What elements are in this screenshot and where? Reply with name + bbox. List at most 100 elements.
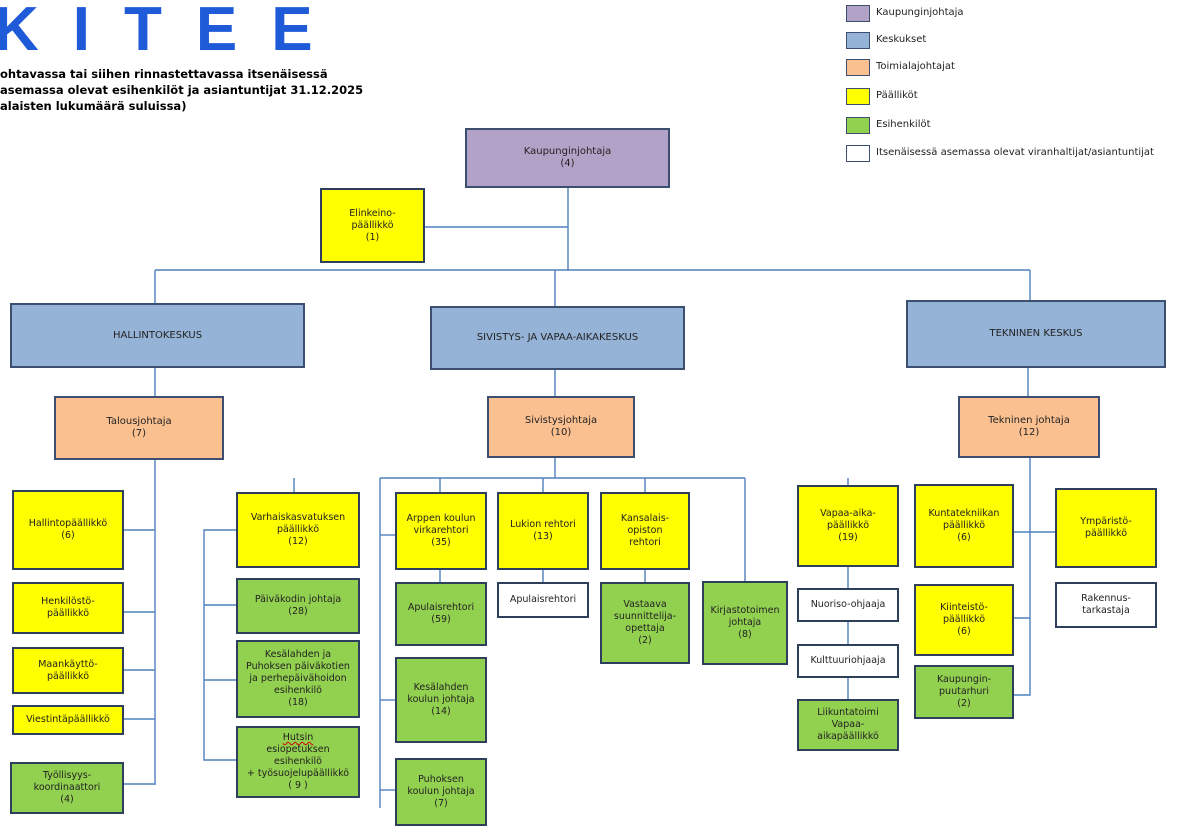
node-title: Päiväkodin johtaja (254, 594, 342, 605)
node-line-4: esihenkilö (274, 685, 322, 696)
node-title: SIVISTYS- JA VAPAA-AIKAKESKUS (476, 332, 639, 343)
node-title: Kaupunginjohtaja (523, 146, 612, 157)
node-line-2: päällikkö (942, 614, 986, 625)
node-line-1: Kaupungin- (936, 674, 992, 685)
node-nuoriso-ohjaaja: Nuoriso-ohjaaja (797, 588, 899, 622)
node-title-1: Maankäyttö- (38, 658, 98, 670)
node-title: Viestintäpäällikkö (26, 714, 110, 725)
node-ymparistopaallikko: Ympäristö- päällikkö (1055, 488, 1157, 568)
node-title: Apulaisrehtori (509, 594, 577, 605)
node-sivistysjohtaja: Sivistysjohtaja (10) (487, 396, 635, 458)
node-line-3: opettaja (625, 623, 665, 634)
node-count: (28) (288, 606, 308, 617)
node-line-1: Kirjastotoimen (710, 605, 780, 616)
legend-item-itsenainen: Itsenäisessä asemassa olevat viranhaltij… (846, 145, 1186, 165)
node-title: HALLINTOKESKUS (112, 329, 203, 341)
node-line-1: Kansalais- (620, 513, 670, 524)
node-line-2: suunnittelija- (613, 611, 677, 622)
node-line-3: esihenkilö (274, 756, 322, 767)
logo: KITEE (0, 0, 347, 64)
node-count: (6) (957, 532, 971, 543)
node-title-1: Työllisyys- (42, 770, 92, 781)
node-count: (2) (638, 635, 652, 646)
node-rakennustarkastaja: Rakennus- tarkastaja (1055, 582, 1157, 628)
node-line-2: puutarhuri (939, 686, 989, 697)
node-count: (7) (131, 428, 147, 439)
node-talousjohtaja: Talousjohtaja (7) (54, 396, 224, 460)
node-line-2: Puhoksen päiväkotien (246, 661, 350, 672)
subtitle-line-2: asemassa olevat esihenkilöt ja asiantunt… (0, 83, 364, 97)
node-apulaisrehtori-arppe: Apulaisrehtori (59) (395, 582, 487, 646)
node-line-3: ja perhepäivähoidon (249, 673, 347, 684)
node-henkilostopaallikko: Henkilöstö- päällikkö (12, 582, 124, 634)
node-tekninen-keskus: TEKNINEN KESKUS (906, 300, 1166, 368)
node-count: (2) (957, 698, 971, 709)
subtitle-line-3: alaisten lukumäärä suluissa) (0, 99, 187, 113)
subtitle-line-1: ohtavassa tai siihen rinnastettavassa it… (0, 67, 328, 81)
node-kuntatekniikan-paallikko: Kuntatekniikan päällikkö (6) (914, 484, 1014, 568)
node-count: (1) (365, 231, 380, 243)
node-count: (18) (288, 697, 308, 708)
node-arppen-koulun-virkarehtori: Arppen koulun virkarehtori (35) (395, 492, 487, 570)
node-paivakodin-johtaja: Päiväkodin johtaja (28) (236, 578, 360, 634)
node-count: (7) (434, 798, 448, 809)
legend-label: Toimialajohtajat (876, 61, 955, 72)
node-puhoksen-koulun-johtaja: Puhoksen koulun johtaja (7) (395, 758, 487, 826)
legend-item-keskukset: Keskukset (846, 32, 1186, 52)
node-count: (4) (560, 158, 575, 169)
node-count: (19) (838, 532, 858, 543)
node-title: Kulttuuriohjaaja (810, 655, 886, 666)
node-vastaava-suunnittelijaopettaja: Vastaava suunnittelija- opettaja (2) (600, 582, 690, 664)
node-line-2: tarkastaja (1082, 605, 1130, 616)
legend-swatch (846, 5, 870, 22)
legend-label: Itsenäisessä asemassa olevat viranhaltij… (876, 147, 1154, 158)
node-kesalahden-paivakotien-esihenkilo: Kesälahden ja Puhoksen päiväkotien ja pe… (236, 640, 360, 718)
legend-label: Keskukset (876, 34, 927, 45)
node-line-2: päällikkö (1084, 528, 1128, 539)
node-line-2: esiopetuksen (266, 744, 330, 755)
legend-swatch (846, 88, 870, 105)
node-tyollisyyskoordinaattori: Työllisyys- koordinaattori (4) (10, 762, 124, 814)
node-line-2: koulun johtaja (407, 694, 475, 705)
node-kesalahden-koulun-johtaja: Kesälahden koulun johtaja (14) (395, 657, 487, 743)
legend-swatch (846, 59, 870, 76)
legend-item-kaupunginjohtaja: Kaupunginjohtaja (846, 5, 1186, 25)
node-count: ( 9 ) (288, 780, 308, 791)
node-line-2: virkarehtori (413, 525, 469, 536)
node-line-1: Vastaava (623, 599, 667, 610)
node-count: (10) (550, 427, 572, 438)
node-kaupunginpuutarhuri: Kaupungin- puutarhuri (2) (914, 665, 1014, 719)
node-maankayttopaallikko: Maankäyttö- päällikkö (12, 647, 124, 694)
node-count: (13) (533, 531, 553, 542)
node-kulttuuriohjaaja: Kulttuuriohjaaja (797, 644, 899, 678)
legend-swatch (846, 32, 870, 49)
node-count: (35) (431, 537, 451, 548)
node-title-1: Varhaiskasvatuksen (250, 512, 346, 523)
node-title: Apulaisrehtori (407, 602, 475, 613)
node-line-2: koulun johtaja (407, 786, 475, 797)
node-title: Tekninen johtaja (988, 415, 1070, 426)
legend-swatch (846, 117, 870, 134)
node-title-2: päällikkö (46, 608, 90, 619)
node-line-1: Kesälahden ja (264, 649, 332, 660)
node-line-1: Liikuntatoimi (817, 707, 879, 718)
node-viestintapaallikko: Viestintäpäällikkö (12, 705, 124, 735)
node-apulaisrehtori-lukio: Apulaisrehtori (497, 582, 589, 618)
node-lukion-rehtori: Lukion rehtori (13) (497, 492, 589, 570)
node-line-1: Vapaa-aika- (820, 508, 876, 519)
node-title-2: päällikkö (276, 524, 320, 535)
node-count: (6) (957, 626, 971, 637)
node-line-4: + työsuojelupäällikkö (246, 768, 350, 779)
node-title-1: Elinkeino- (349, 207, 396, 219)
node-line-2: päällikkö (826, 520, 870, 531)
node-sivistyskeskus: SIVISTYS- JA VAPAA-AIKAKESKUS (430, 306, 685, 370)
node-line-1: Kesälahden (413, 682, 469, 693)
node-line-2: opiston (627, 525, 663, 536)
legend-label: Päälliköt (876, 90, 918, 101)
node-count: (12) (1018, 427, 1040, 438)
node-line-1: Ympäristö- (1080, 516, 1132, 527)
node-tekninen-johtaja: Tekninen johtaja (12) (958, 396, 1100, 458)
node-count: (4) (60, 794, 74, 805)
node-liikuntatoimi: Liikuntatoimi Vapaa- aikapäällikkö (797, 699, 899, 751)
node-line-3: rehtori (629, 537, 661, 548)
